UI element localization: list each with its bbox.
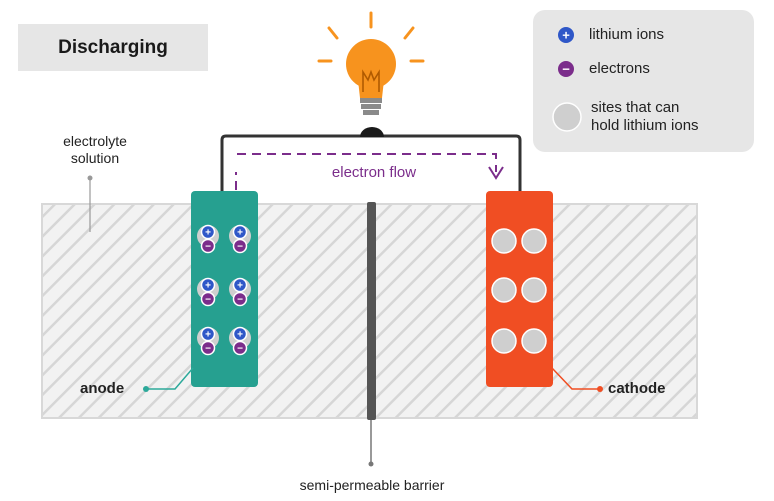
electron-flow-arrow	[235, 153, 497, 190]
electron	[200, 238, 216, 254]
bulb-filament	[362, 69, 380, 92]
semi-permeable-barrier	[367, 202, 376, 420]
empty-site	[521, 277, 547, 303]
cathode-leader-dot	[597, 386, 603, 392]
anode-ion-electron-pair: +−	[197, 326, 219, 356]
cathode-label: cathode	[608, 380, 666, 397]
anode-charge-pairs: +−+−+−+−+−+−	[197, 224, 251, 356]
cathode-leader	[551, 367, 600, 390]
lithium-ion	[232, 224, 248, 240]
electron	[232, 340, 248, 356]
legend-label-lithium-ions: lithium ions	[589, 26, 665, 43]
lithium-ion-sign: +	[237, 330, 243, 341]
electron-sign: −	[205, 242, 211, 253]
legend-label-sites-line1: sites that can	[591, 99, 680, 116]
lithium-ion	[200, 277, 216, 293]
barrier-leader-dot	[368, 461, 374, 467]
electrolyte-label-line1: electrolyte	[63, 133, 127, 149]
electron-sign: −	[205, 344, 211, 355]
electron	[232, 238, 248, 254]
legend-item-lithium-ions: + lithium ions	[557, 26, 664, 44]
electron	[200, 291, 216, 307]
anode-leader	[146, 367, 194, 390]
lithium-ion	[200, 326, 216, 342]
lithium-ion	[232, 326, 248, 342]
anode-ion-electron-pair: +−	[229, 277, 251, 307]
anode-ion-electron-pair: +−	[229, 326, 251, 356]
electron-symbol: −	[562, 62, 570, 77]
electron-flow-label: electron flow	[332, 164, 416, 181]
legend-label-electrons: electrons	[589, 60, 650, 77]
anode-ion-electron-pair: +−	[197, 277, 219, 307]
legend-label-sites-line2: hold lithium ions	[591, 117, 699, 134]
electron-sign: −	[237, 242, 243, 253]
lithium-ion	[200, 224, 216, 240]
electron-sign: −	[237, 344, 243, 355]
lithium-ion	[232, 277, 248, 293]
anode-ion-electron-pair: +−	[229, 224, 251, 254]
electrolyte-leader-dot	[87, 175, 93, 181]
bulb-neck	[358, 80, 384, 98]
site-icon	[552, 102, 582, 132]
bulb-socket	[361, 104, 381, 109]
bulb-glass	[346, 39, 396, 89]
anode-leader-dot	[143, 386, 149, 392]
legend-item-sites: sites that can hold lithium ions	[552, 99, 699, 135]
electron-sign: −	[237, 295, 243, 306]
empty-site	[521, 328, 547, 354]
empty-site	[491, 228, 517, 254]
electrolyte-label-line2: solution	[70, 150, 120, 166]
electron	[232, 291, 248, 307]
lithium-ion-sign: +	[205, 281, 211, 292]
lithium-ion-sign: +	[205, 228, 211, 239]
barrier-label: semi-permeable barrier	[299, 477, 445, 493]
anode-label: anode	[80, 380, 125, 397]
bulb-socket	[360, 98, 382, 103]
lithium-ion-sign: +	[237, 228, 243, 239]
light-bulb-icon	[317, 11, 425, 115]
lithium-ion-icon: +	[558, 27, 574, 43]
discharging-title: Discharging	[18, 24, 208, 71]
electron	[200, 340, 216, 356]
lithium-ion-sign: +	[237, 281, 243, 292]
empty-site	[491, 328, 517, 354]
empty-site	[521, 228, 547, 254]
legend: + lithium ions − electrons sites that ca…	[533, 10, 754, 152]
bulb-rays	[317, 11, 425, 63]
lithium-ion-symbol: +	[562, 28, 570, 43]
electron-icon: −	[558, 61, 574, 77]
bulb-base	[360, 127, 384, 137]
electron-flow-arrowhead	[488, 166, 504, 180]
bulb-socket	[363, 110, 379, 115]
electrolyte-solution-label: electrolyte solution	[54, 133, 136, 167]
lithium-ion-sign: +	[205, 330, 211, 341]
legend-label-sites: sites that can hold lithium ions	[591, 99, 699, 135]
cathode-sites	[491, 228, 547, 354]
empty-site	[491, 277, 517, 303]
anode-ion-electron-pair: +−	[197, 224, 219, 254]
electron-sign: −	[205, 295, 211, 306]
legend-item-electrons: − electrons	[557, 60, 650, 78]
